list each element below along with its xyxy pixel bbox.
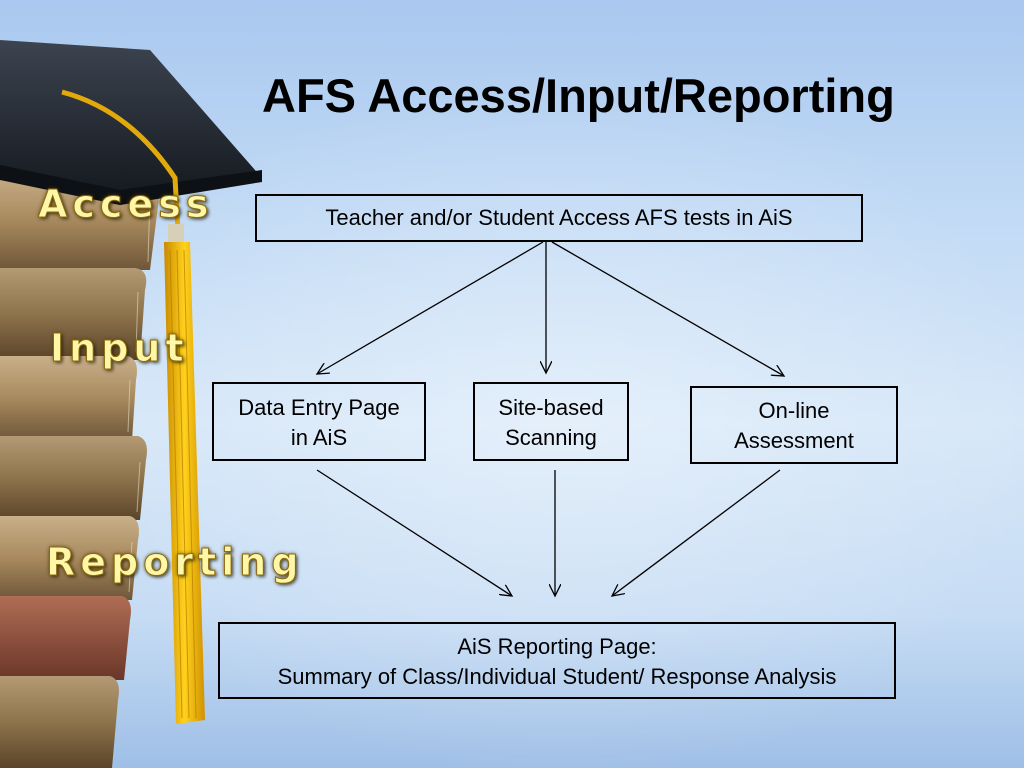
slide-title: AFS Access/Input/Reporting <box>262 69 895 122</box>
online-line1: On-line <box>758 398 830 423</box>
data-entry-line2: in AiS <box>290 425 348 450</box>
arrow-entry-to-report <box>316 469 512 596</box>
access-ais-box: Teacher and/or Student Access AFS tests … <box>255 194 863 242</box>
online-assessment-box: On-line Assessment <box>690 386 898 464</box>
data-entry-box: Data Entry Page in AiS <box>212 382 426 461</box>
reporting-stage-label: Reporting <box>46 540 304 585</box>
books-and-cap-illustration <box>0 40 262 768</box>
input-stage-label: Input <box>50 326 189 371</box>
arrow-online-to-report <box>612 469 781 596</box>
arrow-access-to-online <box>551 241 784 376</box>
site-scanning-line1: Site-based <box>498 395 604 420</box>
access-stage-label: Access <box>37 182 214 227</box>
reporting-line1: AiS Reporting Page: <box>457 634 657 659</box>
reporting-line2: Summary of Class/Individual Student/ Res… <box>277 664 837 689</box>
site-scanning-box: Site-based Scanning <box>473 382 629 461</box>
access-ais-text: Teacher and/or Student Access AFS tests … <box>325 205 793 230</box>
data-entry-line1: Data Entry Page <box>238 395 400 420</box>
online-line2: Assessment <box>734 428 854 453</box>
site-scanning-line2: Scanning <box>505 425 597 450</box>
reporting-page-box: AiS Reporting Page: Summary of Class/Ind… <box>218 622 896 699</box>
arrow-access-to-entry <box>317 241 544 374</box>
